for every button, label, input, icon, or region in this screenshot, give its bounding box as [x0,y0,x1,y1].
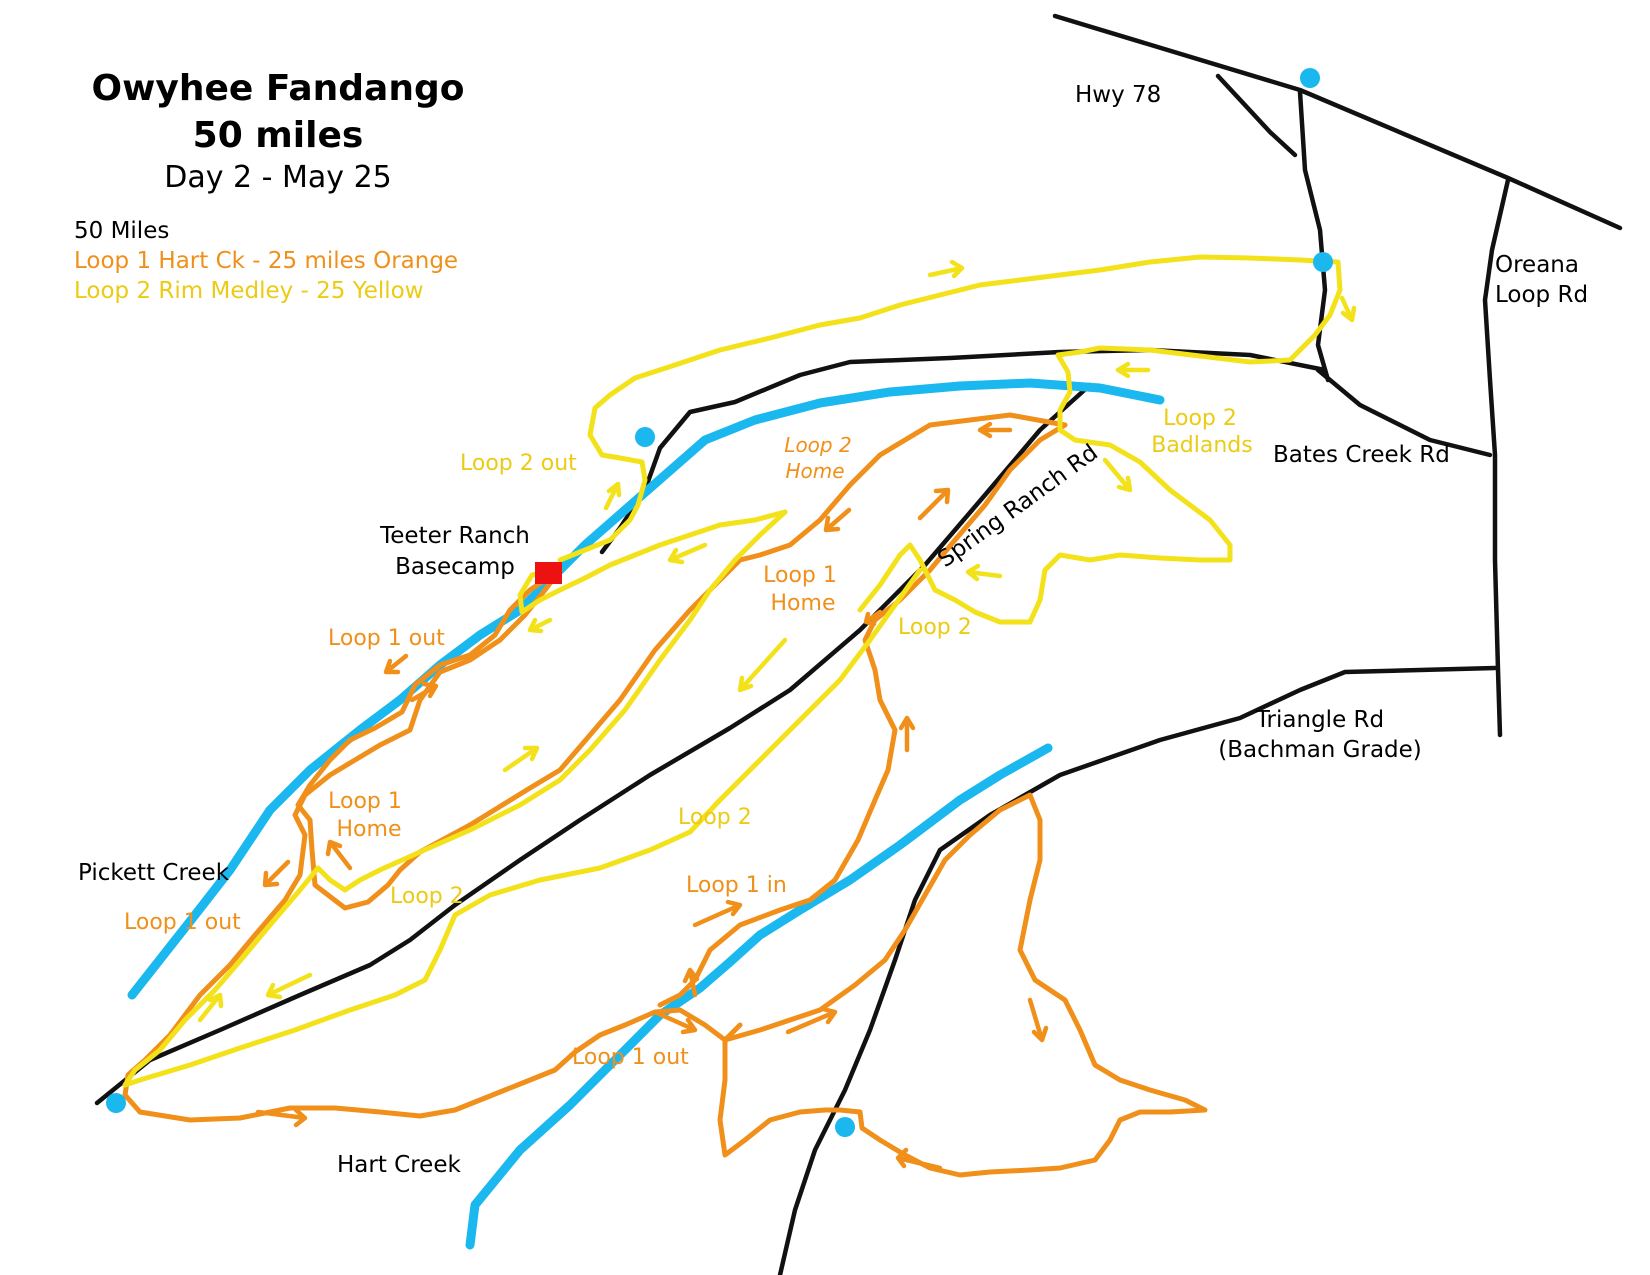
arrow-icon [737,637,788,693]
legend: 50 Miles Loop 1 Hart Ck - 25 miles Orang… [74,218,458,304]
loop-1-out-upper-label: Loop 1 out [328,626,445,651]
roads [94,13,1623,1275]
loop-2-home-label-line-2: Home [785,459,844,483]
arrow-icon [409,681,439,703]
arrow-icon [325,839,353,871]
loop-1-spring-ranch-leg [657,422,1068,1008]
arrow-icon [965,563,1003,582]
arrow-icon [917,487,951,521]
road-labels: Hwy 78 Oreana Loop Rd Bates Creek Rd Spr… [933,82,1588,763]
loop-1-home-upper-label-line-1: Loop 1 [763,563,837,588]
arrow-icon [977,421,1013,439]
arrow-icon [1115,361,1151,379]
hart-creek [465,743,1053,1250]
arrow-icon [265,972,313,1000]
arrow-icon [652,1009,698,1035]
triangle-road-label-line-2: (Bachman Grade) [1218,737,1422,763]
water-stop-dot [1313,252,1333,272]
pickett-creek-label: Pickett Creek [78,860,230,886]
arrow-icon [823,507,852,533]
arrow-icon [502,745,540,773]
route-labels: Loop 2 out Loop 2 Home Loop 2 Badlands L… [124,406,1253,1070]
loop-2-route [122,254,1343,1088]
triangle-road [777,665,1498,1275]
loop-2-north-loop [557,254,1343,625]
water-stops [106,68,1333,1137]
loop-2-home-label-line-1: Loop 2 [784,433,851,457]
title-line-2: 50 miles [193,115,364,156]
loop-1-main-line [295,412,1068,911]
triangle-road-label-line-1: Triangle Rd [1255,707,1384,733]
arrow-icon [898,715,916,753]
arrow-icon [1102,457,1133,493]
arrow-icon [785,1006,838,1035]
hwy78-spur-road [1215,73,1298,158]
arrow-icon [1027,997,1049,1043]
loop-1-out-pickett-label: Loop 1 out [124,910,241,935]
arrow-icon [927,259,965,279]
arrow-icon [197,992,224,1023]
loop-2-basecamp-home [517,509,788,615]
bates-creek-road [1315,367,1493,458]
hwy-78-label: Hwy 78 [1075,82,1161,108]
water-stop-dot [1300,68,1320,88]
loop-2-arrows [197,259,1357,1023]
spring-ranch-road [94,382,1093,1106]
arrow-icon [383,653,409,675]
loop-1-home-lower-label-line-2: Home [337,817,402,842]
creeks [127,378,1165,1250]
loop-2-spring-label: Loop 2 [898,615,972,640]
loop-1-in-label: Loop 1 in [686,873,787,898]
loop-2-badlands-label-line-2: Badlands [1151,433,1253,458]
loop-1-home-upper-label-line-2: Home [771,591,836,616]
basecamp-label-line-1: Teeter Ranch [379,523,530,549]
legend-item-loop-2: Loop 2 Rim Medley - 25 Yellow [74,278,424,304]
arrow-icon [692,899,743,928]
arrow-icon [603,481,622,511]
arrow-icon [895,1147,943,1171]
loop-2-long-east [315,509,788,893]
hwy-78-road [1052,13,1623,231]
loop-1-arrows [255,421,1049,1171]
arrow-icon [262,859,291,888]
loop-2-lower-left-label: Loop 2 [390,884,464,909]
basecamp-label-line-2: Basecamp [395,554,515,580]
loop-2-out-label: Loop 2 out [460,451,577,476]
basecamp-marker [535,562,562,584]
oreana-label-line-1: Oreana [1495,252,1579,278]
pickett-creek [127,378,1165,1000]
arrow-icon [863,609,883,627]
arrow-icon [527,617,553,634]
loop-2-pickett-leg [122,567,923,1088]
arrow-icon [1339,295,1357,323]
title-line-1: Owyhee Fandango [92,68,465,109]
water-stop-dot [835,1117,855,1137]
loop-1-hart-lower [137,792,1208,1178]
loop-1-home-lower-label-line-1: Loop 1 [328,789,402,814]
water-stop-dot [106,1093,126,1113]
oreana-label-line-2: Loop Rd [1495,282,1588,308]
arrow-icon [255,1107,308,1128]
hart-creek-label: Hart Creek [337,1152,461,1178]
oreana-loop-road [1482,177,1511,738]
arrow-icon [682,967,700,998]
place-labels: Teeter Ranch Basecamp Pickett Creek Hart… [78,523,530,1178]
legend-item-loop-1: Loop 1 Hart Ck - 25 miles Orange [74,248,458,274]
map-title: Owyhee Fandango 50 miles Day 2 - May 25 [92,68,465,195]
loop-2-middle-label: Loop 2 [678,805,752,830]
water-stop-dot [635,427,655,447]
arrow-icon [667,542,708,565]
bates-creek-label: Bates Creek Rd [1273,442,1450,468]
loop-2-badlands-label-line-1: Loop 2 [1163,406,1237,431]
title-line-3: Day 2 - May 25 [164,160,392,195]
loop-1-out-hart-label: Loop 1 out [572,1045,689,1070]
legend-item-50-miles: 50 Miles [74,218,169,244]
